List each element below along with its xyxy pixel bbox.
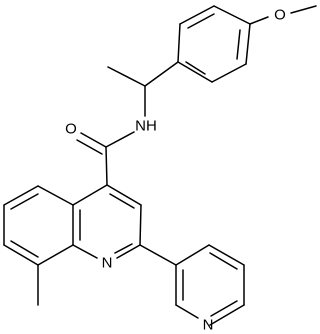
ring-double-bond [114, 243, 133, 254]
atom-label-amide-nitrogen: NH [135, 118, 157, 135]
bond-c-o-double-2 [76, 139, 103, 155]
ring-bond [37, 185, 74, 206]
ring-bond [245, 23, 251, 65]
ring-bond [208, 244, 245, 266]
ring-bond [3, 185, 39, 206]
amide-group [76, 131, 135, 186]
bond-ch-methyl [107, 66, 146, 87]
bond-carbonyl-c4 [105, 146, 108, 186]
quinoline-core [3, 184, 142, 306]
pyridyl-ring [139, 244, 245, 326]
atom-label-methoxy-oxygen: O [274, 7, 286, 24]
ring-bond [72, 244, 98, 259]
ring-bond [179, 5, 215, 25]
ring-double-bond [109, 193, 135, 209]
bond-n-carbonyl [105, 131, 135, 148]
ring-double-bond [210, 300, 238, 317]
ring-bond [175, 244, 210, 266]
ring-bond [177, 23, 181, 63]
bond-c2-pyridyl [139, 244, 177, 266]
ring-bond [209, 304, 245, 326]
bond-c-o-double [80, 132, 107, 148]
bond-o-aryl [249, 16, 269, 25]
ring-double-bond [209, 252, 238, 270]
ring-bond [3, 244, 39, 266]
ring-double-bond [10, 240, 39, 258]
ring-bond [175, 304, 199, 319]
ring-bond [211, 63, 247, 83]
benzene-ring [177, 5, 251, 83]
ring-bond [106, 184, 142, 206]
ring-bond [37, 244, 74, 266]
ring-bond [72, 184, 108, 206]
atom-label-carbonyl-oxygen: O [65, 121, 77, 138]
atom-label-quinoline-nitrogen: N [102, 255, 113, 272]
atom-label-pyridine-nitrogen: N [203, 317, 214, 334]
ring-bond [139, 204, 142, 246]
ring-double-bond [10, 193, 39, 210]
ring-bond [116, 244, 141, 259]
ring-double-bond [187, 13, 215, 29]
bond-aryl-ch [144, 61, 179, 87]
ring-bond [213, 5, 251, 25]
ring-double-bond [185, 61, 206, 75]
ring-bond [177, 61, 213, 83]
ring-double-bond [236, 29, 241, 60]
bond-methyl-o [290, 5, 317, 14]
ethyl-linker [107, 61, 179, 117]
methoxy-group [249, 5, 317, 25]
